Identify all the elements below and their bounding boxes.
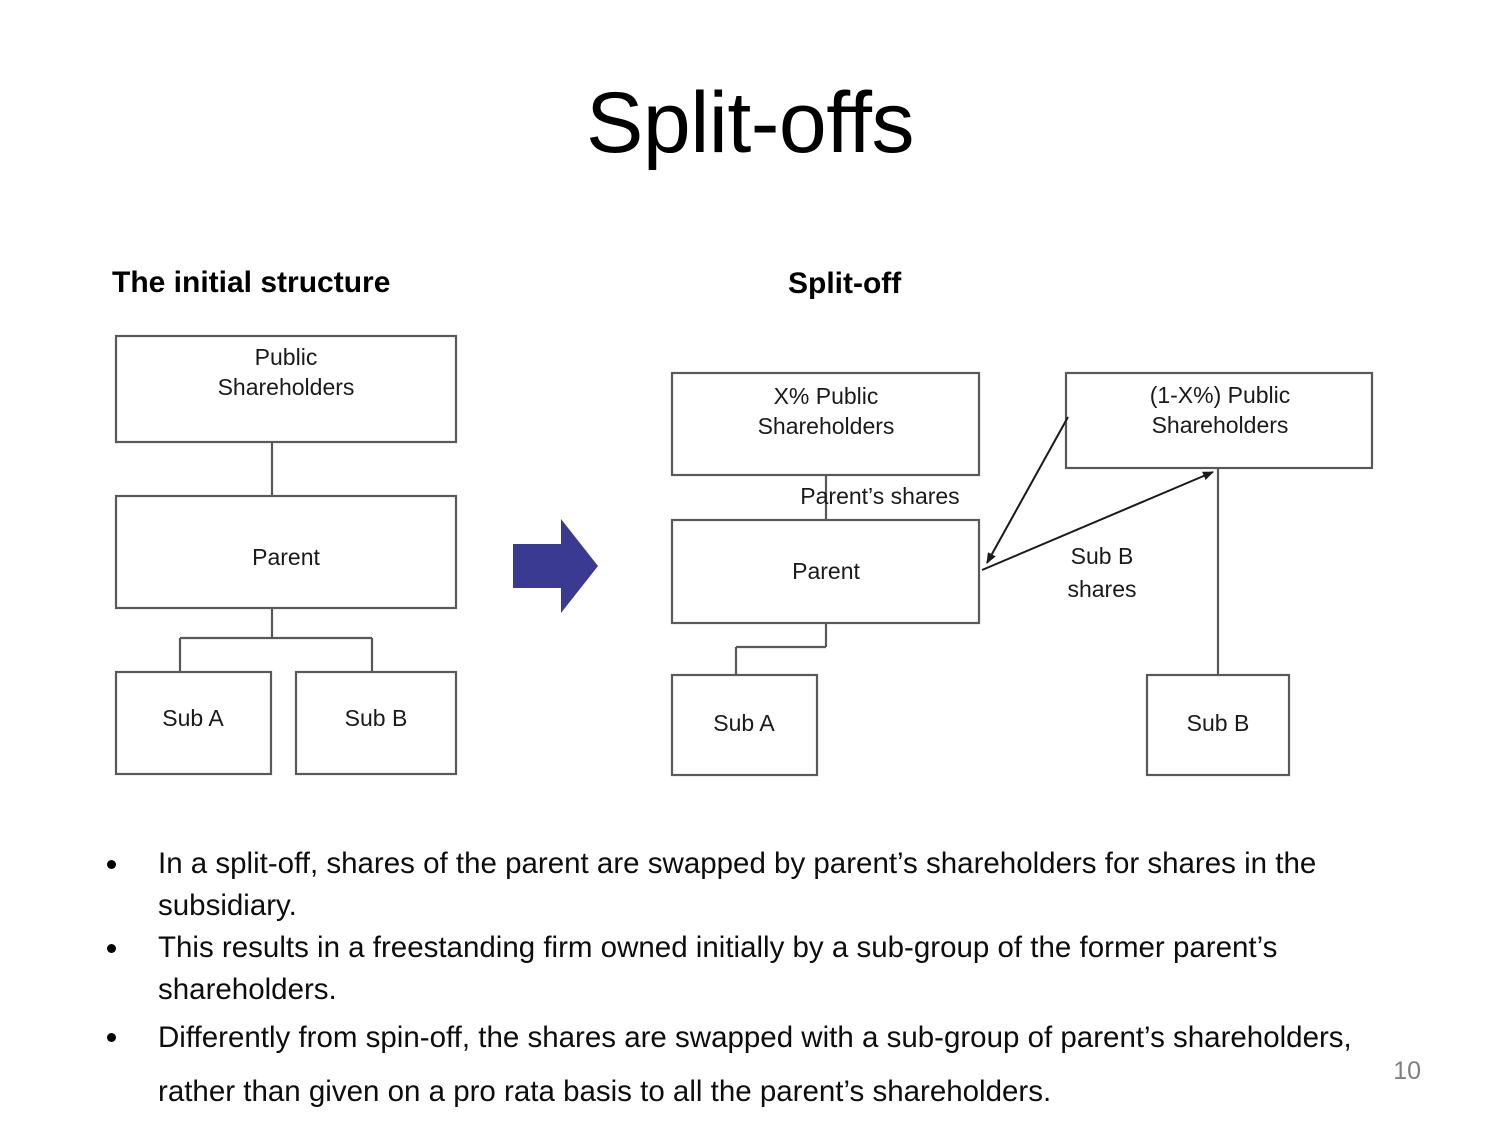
- heading-split-off: Split-off: [788, 267, 902, 300]
- node-sub-b-label: Sub B: [345, 705, 408, 731]
- node-parent-label: Parent: [252, 544, 320, 570]
- node-one-minus-x-public-shareholders-label-2: Shareholders: [1152, 412, 1289, 438]
- node-one-minus-x-public-shareholders: [1064, 371, 1374, 470]
- list-item: This results in a freestanding firm owne…: [96, 927, 1416, 1011]
- bullet-text: Differently from spin-off, the shares ar…: [158, 1021, 1352, 1108]
- node-public-shareholders-label-2: Shareholders: [218, 374, 355, 400]
- list-item: In a split-off, shares of the parent are…: [96, 843, 1416, 927]
- page-title: Split-offs: [586, 75, 915, 171]
- edge-label-sub-b-shares-2: shares: [1067, 576, 1136, 602]
- diagram-initial-structure: Public Shareholders Parent Sub A Sub B: [114, 334, 458, 776]
- node-public-shareholders-label-1: Public: [255, 344, 318, 370]
- node-sub-b-label: Sub B: [1187, 710, 1250, 736]
- node-public-shareholders: [114, 334, 458, 444]
- edge-label-sub-b-shares-1: Sub B: [1071, 543, 1134, 569]
- node-one-minus-x-public-shareholders-label-1: (1-X%) Public: [1150, 382, 1291, 408]
- node-sub-a: [114, 670, 273, 776]
- node-sub-b: [1145, 673, 1291, 777]
- node-sub-b: [294, 670, 458, 776]
- heading-initial-structure: The initial structure: [112, 266, 391, 299]
- node-parent: [670, 518, 981, 625]
- node-x-public-shareholders-label-1: X% Public: [774, 383, 879, 409]
- edge-label-parents-shares: Parent’s shares: [800, 483, 959, 509]
- node-sub-a-label: Sub A: [713, 710, 775, 736]
- bullet-text: This results in a freestanding firm owne…: [158, 931, 1278, 1006]
- diagram-split-off: X% Public Shareholders (1-X%) Public Sha…: [670, 371, 1374, 777]
- edge-arrow-onemimusx-to-parent: [986, 416, 1069, 564]
- node-parent-label: Parent: [792, 558, 860, 584]
- bullet-text: In a split-off, shares of the parent are…: [158, 847, 1317, 922]
- node-parent: [114, 494, 458, 610]
- bullet-dot-icon: [107, 944, 116, 953]
- node-x-public-shareholders-label-2: Shareholders: [758, 413, 895, 439]
- bullet-dot-icon: [107, 1033, 116, 1042]
- right-arrow-icon: [513, 519, 598, 613]
- page-number: 10: [1393, 1057, 1421, 1085]
- bullet-dot-icon: [107, 860, 116, 869]
- node-sub-a: [670, 673, 819, 777]
- bullet-list: In a split-off, shares of the parent are…: [96, 843, 1416, 1119]
- node-sub-a-label: Sub A: [162, 705, 224, 731]
- edge-arrow-parent-to-onemimusx: [981, 471, 1214, 571]
- list-item: Differently from spin-off, the shares ar…: [96, 1011, 1416, 1119]
- node-x-public-shareholders: [670, 371, 981, 477]
